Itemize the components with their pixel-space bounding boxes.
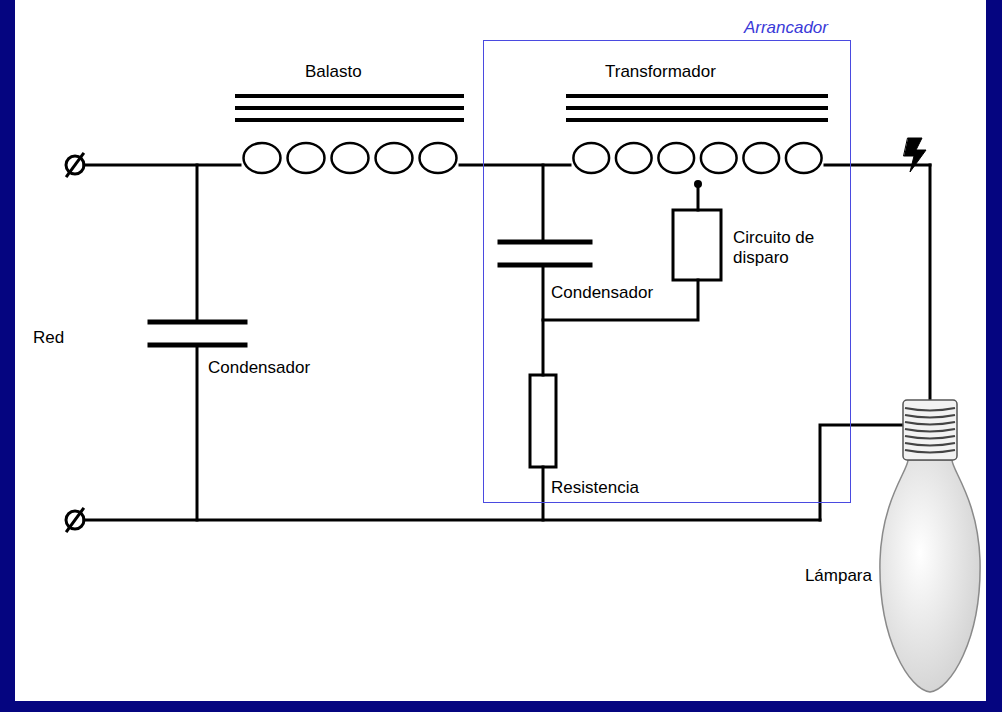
coil-loop [420, 143, 457, 173]
terminal-slash [67, 509, 83, 531]
coil-loop [786, 143, 822, 173]
part-label: Condensador [208, 358, 310, 378]
part-label: Red [33, 328, 64, 348]
ballast-core [237, 96, 462, 120]
part-label: Resistencia [551, 478, 639, 498]
capacitor-plate [500, 240, 590, 245]
wire [196, 165, 199, 322]
coil-loop [332, 143, 369, 173]
wire [542, 165, 545, 242]
thread [905, 436, 955, 439]
wire [542, 467, 545, 520]
part-label: Balasto [305, 62, 362, 82]
thread [905, 450, 955, 453]
part-label: Transformador [605, 62, 716, 82]
coil-loop [376, 143, 413, 173]
resistor-symbol [530, 375, 556, 467]
trigger-circuit-symbol [673, 210, 721, 280]
wire [460, 164, 570, 167]
thread [905, 408, 955, 411]
coil-loop [288, 143, 325, 173]
thread [905, 429, 955, 432]
wire [84, 519, 820, 522]
wire [84, 164, 240, 167]
coil-loop [743, 143, 779, 173]
capacitor-plate [150, 320, 245, 325]
coil-loop [658, 143, 694, 173]
thread [905, 422, 955, 425]
wire [196, 345, 199, 520]
part-label: Lámpara [805, 566, 872, 586]
coil-loop [244, 143, 281, 173]
capacitor-plate [500, 263, 590, 268]
starter-box: Arrancador [483, 40, 851, 503]
coil-loop [701, 143, 737, 173]
spark-symbol [904, 138, 926, 172]
wire [543, 280, 698, 320]
part-label: Condensador [551, 283, 653, 303]
box-heading: Arrancador [744, 18, 828, 38]
terminal-slash [67, 154, 83, 176]
coil-windings [244, 143, 822, 173]
thread [905, 443, 955, 446]
coil-loop [573, 143, 609, 173]
thread [905, 415, 955, 418]
coil-loop [616, 143, 652, 173]
wire [929, 165, 932, 402]
lamp-illustration [880, 400, 980, 692]
part-label: Circuito de disparo [733, 228, 833, 268]
transformer-core [568, 96, 826, 120]
tap-dot [694, 180, 702, 188]
white-panel [15, 0, 986, 701]
